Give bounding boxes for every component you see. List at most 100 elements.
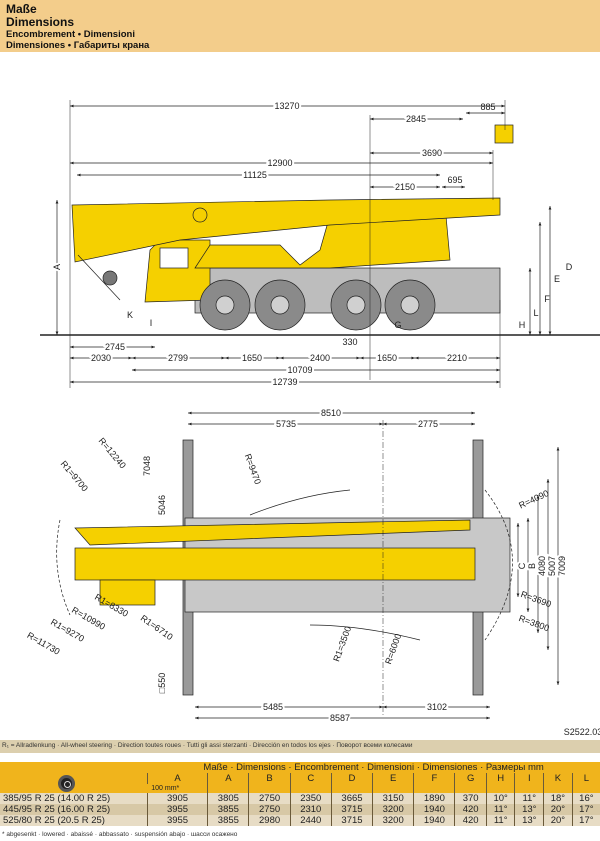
cell-value: 2980 bbox=[248, 815, 291, 826]
radius-9700: R1=9700 bbox=[59, 459, 90, 494]
cell-value: 1890 bbox=[413, 793, 455, 804]
dim-8587: 8587 bbox=[330, 713, 350, 723]
dim-12739: 12739 bbox=[272, 377, 297, 387]
dim-2030: 2030 bbox=[91, 353, 111, 363]
cell-value: 3855 bbox=[207, 815, 249, 826]
dim-695: 695 bbox=[447, 175, 462, 185]
col-a-lowered: A bbox=[207, 773, 249, 784]
col-b: B bbox=[248, 773, 291, 784]
dim-2799: 2799 bbox=[168, 353, 188, 363]
cell-value: 2750 bbox=[248, 793, 291, 804]
cell-value: 17° bbox=[571, 804, 600, 815]
label-d: D bbox=[566, 262, 573, 272]
cell-value: 17° bbox=[571, 815, 600, 826]
top-view bbox=[56, 411, 560, 720]
col-i: I bbox=[514, 773, 544, 784]
dim-5046: 5046 bbox=[157, 495, 167, 515]
col-k: K bbox=[543, 773, 573, 784]
cell-value: 11° bbox=[514, 793, 544, 804]
dim-2775: 2775 bbox=[418, 419, 438, 429]
cell-value: 3955 bbox=[146, 804, 208, 815]
radius-9270: R1=9270 bbox=[49, 617, 86, 644]
label-k: K bbox=[127, 310, 133, 320]
dimensions-table: Maße · Dimensions · Encombrement · Dimen… bbox=[0, 762, 600, 826]
cell-value: 2750 bbox=[248, 804, 291, 815]
title-en: Dimensions bbox=[6, 15, 75, 29]
cell-value: 3665 bbox=[330, 793, 373, 804]
radius-6710: R1=6710 bbox=[139, 613, 175, 642]
cell-value: 1940 bbox=[413, 815, 455, 826]
cell-value: 3200 bbox=[372, 815, 414, 826]
col-d: D bbox=[330, 773, 373, 784]
label-l: L bbox=[533, 308, 538, 318]
label-g: G bbox=[394, 320, 401, 330]
cell-value: 3855 bbox=[207, 804, 249, 815]
cell-value: 13° bbox=[514, 804, 544, 815]
dim-5485: 5485 bbox=[263, 702, 283, 712]
dim-7048: 7048 bbox=[142, 456, 152, 476]
label-f: F bbox=[544, 294, 550, 304]
cell-value: 3905 bbox=[146, 793, 208, 804]
dim-11125: 11125 bbox=[243, 170, 267, 180]
radius-4090: R=4090 bbox=[517, 488, 550, 510]
dim-330: 330 bbox=[342, 337, 357, 347]
subtitle-2: Dimensiones • Габариты крана bbox=[6, 40, 150, 51]
all-wheel-steering-note: R₁ = Allradlenkung · All-wheel steering … bbox=[0, 740, 600, 753]
radius-9470: R=9470 bbox=[243, 452, 263, 485]
cell-value: 11° bbox=[485, 804, 515, 815]
side-view-labels: 13270 2845 885 3690 12900 11125 2150 695… bbox=[50, 99, 573, 389]
dim-2400: 2400 bbox=[310, 353, 330, 363]
col-l: L bbox=[571, 773, 600, 784]
label-h: H bbox=[519, 320, 526, 330]
col-h: H bbox=[485, 773, 515, 784]
dim-1650b: 1650 bbox=[377, 353, 397, 363]
dim-7009: 7009 bbox=[557, 556, 567, 576]
dim-2150: 2150 bbox=[395, 182, 415, 192]
label-c: C bbox=[517, 562, 527, 569]
dim-4080: 4080 bbox=[537, 556, 547, 576]
label-i: I bbox=[150, 318, 153, 328]
col-g: G bbox=[454, 773, 487, 784]
cell-value: 2350 bbox=[289, 793, 332, 804]
dim-8510: 8510 bbox=[321, 408, 341, 418]
cell-value: 10° bbox=[485, 793, 515, 804]
cell-value: 420 bbox=[454, 815, 487, 826]
cell-value: 420 bbox=[454, 804, 487, 815]
side-view bbox=[40, 100, 600, 388]
cell-value: 3150 bbox=[372, 793, 414, 804]
crane-drawing: 13270 2845 885 3690 12900 11125 2150 695… bbox=[25, 99, 600, 737]
cell-value: 3805 bbox=[207, 793, 249, 804]
tire-icon bbox=[58, 775, 75, 792]
radius-6000: R=6000 bbox=[383, 632, 403, 665]
col-e: E bbox=[372, 773, 414, 784]
tire-size: 385/95 R 25 (14.00 R 25) bbox=[0, 793, 148, 804]
tire-size: 525/80 R 25 (20.5 R 25) bbox=[0, 815, 148, 826]
label-e: E bbox=[554, 274, 560, 284]
dim-3102: 3102 bbox=[427, 702, 447, 712]
col-a: A bbox=[146, 773, 208, 784]
dim-13270: 13270 bbox=[274, 101, 299, 111]
cell-value: 1940 bbox=[413, 804, 455, 815]
dim-10709: 10709 bbox=[287, 365, 312, 375]
cell-value: 13° bbox=[514, 815, 544, 826]
cell-value: 11° bbox=[485, 815, 515, 826]
radius-11730: R=11730 bbox=[25, 630, 61, 657]
table-caption: Maße · Dimensions · Encombrement · Dimen… bbox=[147, 762, 600, 773]
cell-value: 3200 bbox=[372, 804, 414, 815]
dim-2845: 2845 bbox=[406, 114, 426, 124]
col-f: F bbox=[413, 773, 455, 784]
cell-value: 2310 bbox=[289, 804, 332, 815]
drawing-number: S2522.03 bbox=[564, 727, 600, 737]
dim-2745: 2745 bbox=[105, 342, 125, 352]
dim-1650: 1650 bbox=[242, 353, 262, 363]
cell-value: 18° bbox=[543, 793, 573, 804]
cell-value: 20° bbox=[543, 804, 573, 815]
cell-value: 3955 bbox=[146, 815, 208, 826]
cell-value: 20° bbox=[543, 815, 573, 826]
subtitle-1: Encombrement • Dimensioni bbox=[6, 29, 135, 40]
dim-5735: 5735 bbox=[276, 419, 296, 429]
table-footnote: * abgesenkt · lowered · abaissé · abbass… bbox=[2, 831, 238, 838]
